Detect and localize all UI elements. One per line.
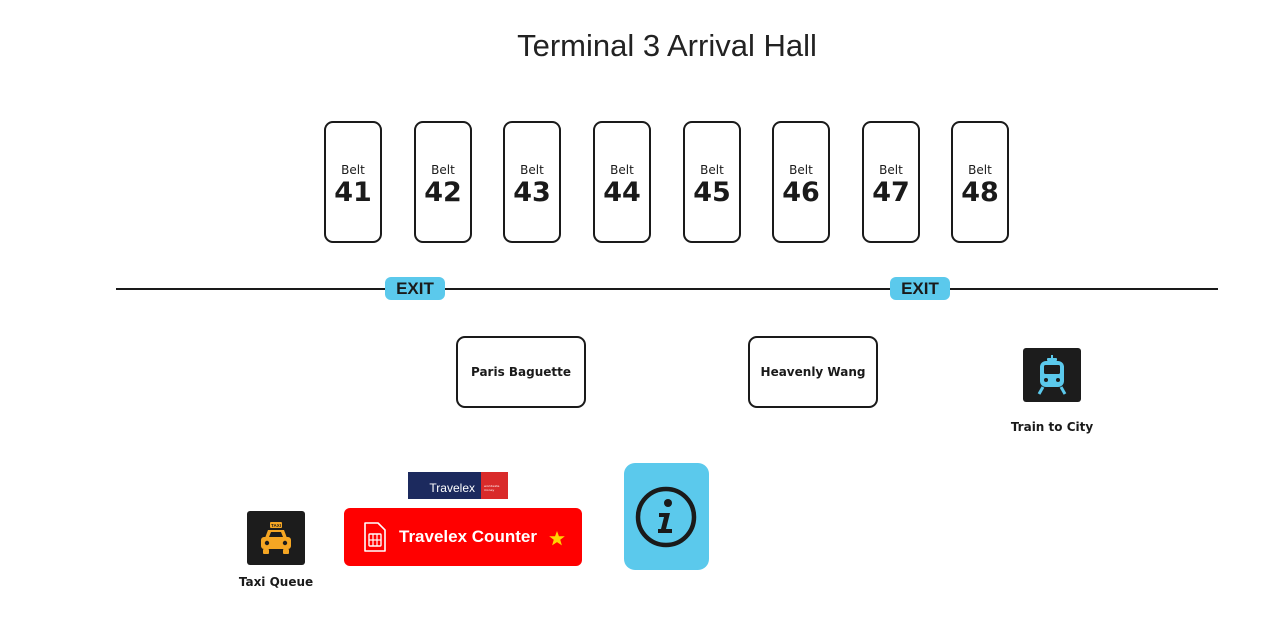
exit-left[interactable]: EXIT bbox=[385, 277, 445, 300]
belt-label: Belt bbox=[341, 163, 365, 177]
belt-label: Belt bbox=[700, 163, 724, 177]
belt-label: Belt bbox=[789, 163, 813, 177]
belt-42[interactable]: Belt 42 bbox=[414, 121, 472, 243]
page-title: Terminal 3 Arrival Hall bbox=[517, 28, 817, 63]
belt-43[interactable]: Belt 43 bbox=[503, 121, 561, 243]
belt-label: Belt bbox=[610, 163, 634, 177]
train-to-city-button[interactable] bbox=[1023, 348, 1081, 402]
belt-label: Belt bbox=[520, 163, 544, 177]
belt-number: 41 bbox=[334, 177, 372, 208]
belt-48[interactable]: Belt 48 bbox=[951, 121, 1009, 243]
train-icon bbox=[1037, 355, 1067, 395]
information-desk[interactable] bbox=[624, 463, 709, 570]
star-icon bbox=[549, 531, 565, 546]
belt-number: 48 bbox=[961, 177, 999, 208]
customs-line bbox=[116, 288, 1218, 290]
travelex-counter-button[interactable]: Travelex Counter bbox=[344, 508, 582, 566]
sim-card-icon bbox=[364, 522, 386, 552]
exit-right[interactable]: EXIT bbox=[890, 277, 950, 300]
belt-45[interactable]: Belt 45 bbox=[683, 121, 741, 243]
belt-number: 46 bbox=[782, 177, 820, 208]
belt-number: 42 bbox=[424, 177, 462, 208]
belt-number: 47 bbox=[872, 177, 910, 208]
train-to-city-label: Train to City bbox=[1010, 420, 1094, 434]
info-icon bbox=[635, 486, 697, 548]
belt-41[interactable]: Belt 41 bbox=[324, 121, 382, 243]
taxi-queue-label: Taxi Queue bbox=[238, 575, 314, 589]
taxi-icon: TAXI bbox=[261, 522, 291, 554]
shop-heavenly-wang[interactable]: Heavenly Wang bbox=[748, 336, 878, 408]
belt-44[interactable]: Belt 44 bbox=[593, 121, 651, 243]
belt-46[interactable]: Belt 46 bbox=[772, 121, 830, 243]
belt-label: Belt bbox=[879, 163, 903, 177]
travelex-logo-tagline: worldwide money bbox=[481, 472, 508, 499]
travelex-counter-label: Travelex Counter bbox=[399, 527, 537, 546]
svg-text:TAXI: TAXI bbox=[271, 523, 281, 528]
belt-label: Belt bbox=[968, 163, 992, 177]
belt-number: 45 bbox=[693, 177, 731, 208]
travelex-logo-text: Travelex bbox=[408, 472, 481, 499]
shop-paris-baguette[interactable]: Paris Baguette bbox=[456, 336, 586, 408]
travelex-logo: Travelex worldwide money bbox=[408, 472, 508, 499]
taxi-queue-button[interactable]: TAXI bbox=[247, 511, 305, 565]
belt-number: 44 bbox=[603, 177, 641, 208]
belt-number: 43 bbox=[513, 177, 551, 208]
belt-label: Belt bbox=[431, 163, 455, 177]
belt-47[interactable]: Belt 47 bbox=[862, 121, 920, 243]
